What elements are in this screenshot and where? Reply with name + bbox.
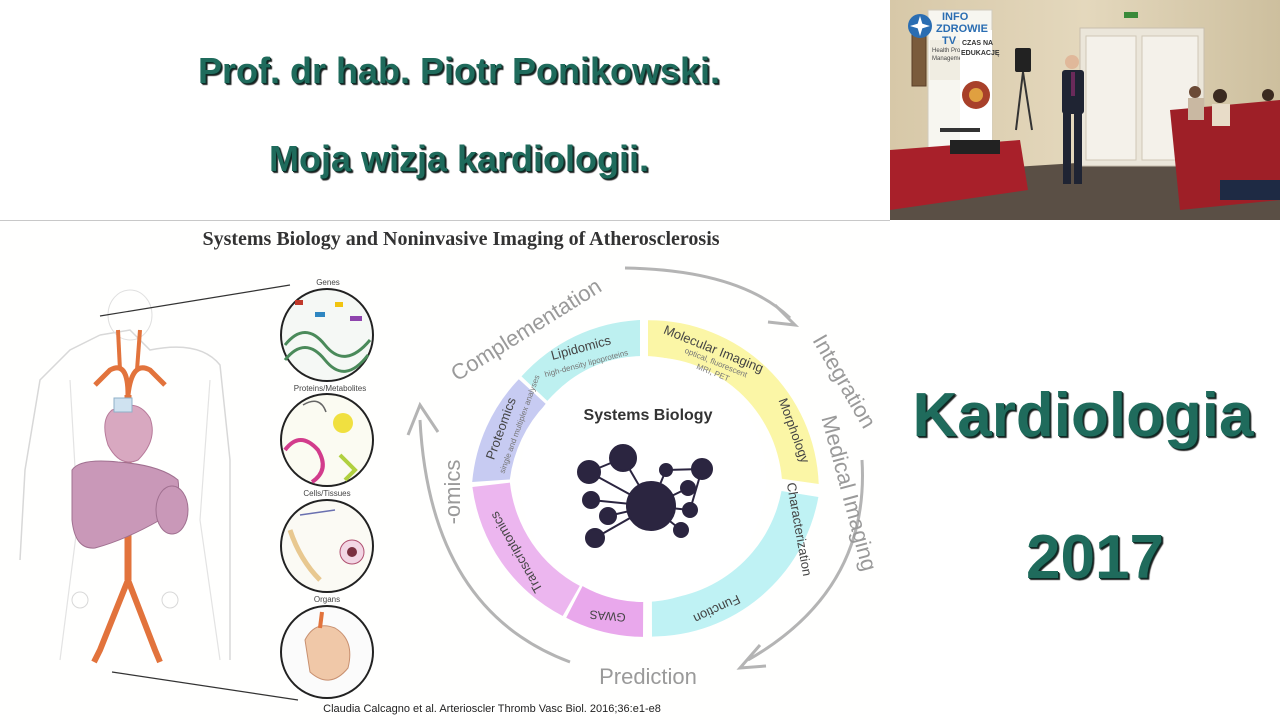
lecture-video-frame: Health Project Management CZAS NA EDUKAC…	[890, 0, 1280, 220]
scale-label-genes: Genes	[316, 278, 340, 287]
logo-text-1: INFO	[942, 11, 969, 23]
gwas-label: GWAS	[589, 607, 626, 624]
banner-small-text-1: Health Project	[932, 48, 970, 54]
biological-scale-panels: Genes Proteins/Metabolites Cells/Tissues…	[280, 278, 374, 699]
presentation-slide: Systems Biology and Noninvasive Imaging …	[0, 221, 890, 720]
slide-graphic: Systems Biology and Noninvasive Imaging …	[19, 228, 882, 715]
systems-biology-ring	[472, 320, 819, 637]
human-anatomy-illustration	[19, 289, 231, 664]
systems-biology-title: Systems Biology	[584, 407, 713, 424]
banner-small-text-2: Management	[932, 56, 967, 62]
omics-label: -omics	[440, 460, 465, 525]
video-inset: Health Project Management CZAS NA EDUKAC…	[890, 0, 1280, 220]
scale-label-proteins: Proteins/Metabolites	[294, 384, 366, 393]
prediction-label: Prediction	[599, 664, 697, 689]
logo-text-2: ZDROWIE	[936, 23, 988, 35]
citation: Claudia Calcagno et al. Arterioscler Thr…	[323, 703, 661, 715]
genes-panel	[280, 288, 374, 382]
cycle-arrows	[406, 266, 864, 670]
logo-text-3: TV	[942, 35, 957, 47]
network-graph	[577, 444, 713, 548]
presenter-figure	[1062, 55, 1084, 184]
integration-label: Integration	[808, 330, 882, 433]
slide-title: Systems Biology and Noninvasive Imaging …	[202, 228, 719, 250]
banner-text-1: CZAS NA	[962, 40, 993, 47]
event-name: Kardiologia	[912, 381, 1254, 450]
scale-label-cells: Cells/Tissues	[303, 489, 350, 498]
cells-panel	[280, 499, 374, 593]
title-banner: Prof. dr hab. Piotr Ponikowski. Moja wiz…	[0, 0, 890, 221]
speaker-title: Prof. dr hab. Piotr Ponikowski.	[197, 50, 721, 91]
event-year: 2017	[1026, 523, 1164, 592]
infozdrowie-logo: INFO ZDROWIE TV	[908, 11, 988, 47]
talk-title: Moja wizja kardiologii.	[268, 138, 650, 179]
banner-text-2: EDUKACJĘ	[961, 50, 1000, 57]
scale-label-organs: Organs	[314, 595, 340, 604]
event-panel: Kardiologia 2017	[890, 220, 1280, 720]
